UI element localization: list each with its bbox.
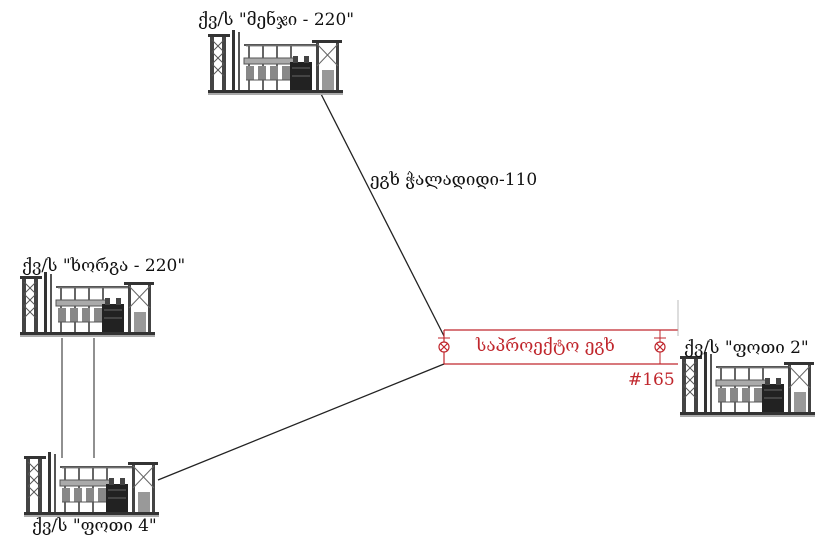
substation-poti4-icon: [23, 451, 160, 518]
projected-line-label: საპროექტო ეგხ: [476, 336, 615, 356]
existing-line-label: ეგხ ჭალადიდი-110: [370, 170, 538, 190]
line-poti4-to-node: [157, 363, 445, 481]
projected-line: [438, 300, 679, 365]
substation-menji-icon: [207, 29, 344, 96]
station-label-poti4: ქვ/ს "ფოთი 4": [32, 516, 157, 536]
substation-khorga-icon: [19, 271, 156, 338]
tower-marker-right-icon: [654, 341, 666, 353]
tower-number-label: #165: [628, 370, 675, 390]
line-menji-to-node: [319, 91, 445, 337]
station-label-khorga: ქვ/ს "ხორგა - 220": [22, 256, 186, 276]
tower-marker-left-icon: [438, 341, 450, 353]
substation-poti2-icon: [679, 351, 816, 418]
station-label-menji: ქვ/ს "მენჯი - 220": [198, 10, 355, 30]
station-label-poti2: ქვ/ს "ფოთი 2": [684, 338, 809, 358]
